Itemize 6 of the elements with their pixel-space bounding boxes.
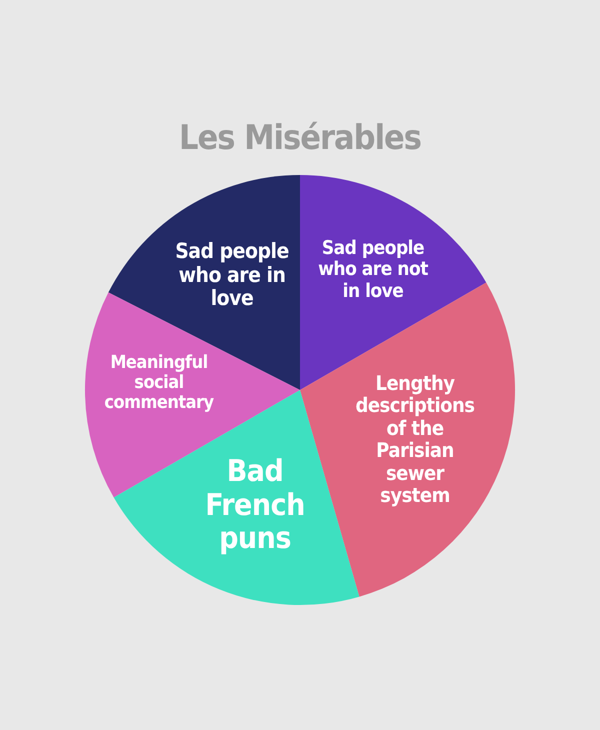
slice-label: Sad people who are in love	[174, 240, 290, 311]
slice-label: Meaningful social commentary	[103, 353, 215, 414]
slice-label: Sad people who are not in love	[317, 238, 429, 302]
chart-title: Les Misérables	[178, 118, 422, 158]
slice-label: Lengthy descriptions of the Parisian sewer system	[354, 372, 476, 506]
slice-label: Bad French puns	[204, 455, 306, 556]
